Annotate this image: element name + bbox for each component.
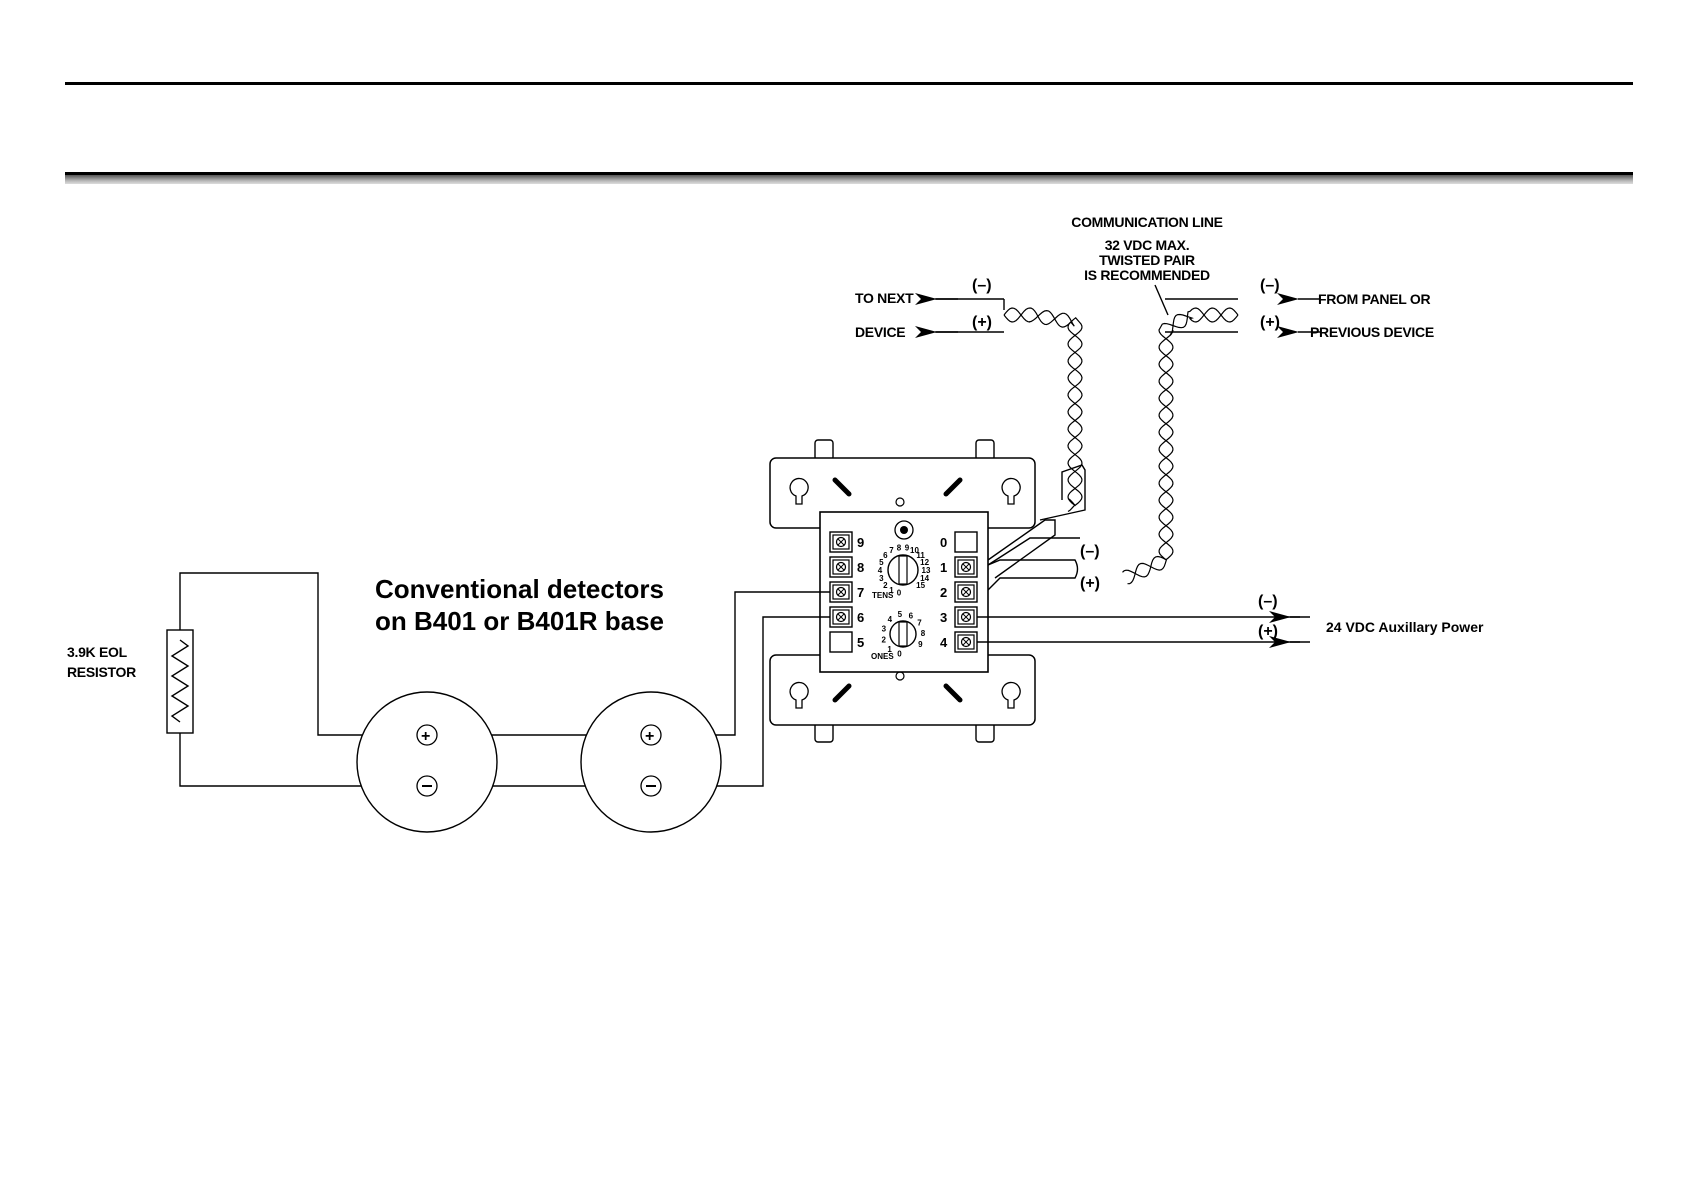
ones-digit-8: 8 (921, 629, 926, 638)
terminal-3: 3 (940, 610, 947, 625)
tens-digit-6: 6 (883, 551, 888, 560)
comm-line-recommended: IS RECOMMENDED (1084, 267, 1210, 283)
detectors-label-line1: Conventional detectors (375, 574, 664, 604)
detectors-label-line2: on B401 or B401R base (375, 606, 664, 636)
module-input-minus: (–) (1080, 543, 1100, 560)
terminal-4: 4 (940, 635, 948, 650)
terminal-block-right: 0 1 2 3 4 (940, 531, 978, 653)
ones-digit-0: 0 (897, 650, 902, 659)
to-next-line2: DEVICE (855, 324, 905, 340)
aux-power-minus: (–) (1258, 593, 1278, 610)
terminal-7: 7 (857, 585, 864, 600)
terminal-0: 0 (940, 535, 947, 550)
ones-digit-4: 4 (888, 615, 893, 624)
terminal-2: 2 (940, 585, 947, 600)
resistor-label-line1: 3.9K EOL (67, 644, 128, 660)
module-input-plus: (+) (1080, 575, 1100, 592)
comm-line-twisted: TWISTED PAIR (1099, 252, 1195, 268)
from-panel-plus: (+) (1260, 314, 1280, 331)
module-input-leads (987, 537, 1080, 591)
to-next-plus: (+) (972, 314, 992, 331)
ones-label: ONES (871, 652, 894, 661)
comm-line-title: COMMUNICATION LINE (1071, 214, 1222, 230)
arrows-to-next (915, 293, 958, 338)
detector-2: + (580, 691, 722, 833)
tens-digit-7: 7 (889, 546, 894, 555)
tens-digit-0: 0 (897, 589, 902, 598)
twisted-pair-in (1122, 298, 1239, 585)
resistor-label-line2: RESISTOR (67, 664, 136, 680)
ones-digit-5: 5 (898, 610, 903, 619)
ones-digit-3: 3 (882, 624, 887, 633)
tens-digit-2: 2 (883, 581, 888, 590)
eol-resistor (166, 629, 194, 734)
detector-1-plus: + (421, 728, 430, 745)
terminal-9: 9 (857, 535, 864, 550)
tens-digit-13: 13 (922, 566, 931, 575)
ones-digit-1: 1 (887, 645, 892, 654)
terminal-block-left: 9 8 7 6 5 (829, 531, 864, 653)
tens-digit-3: 3 (879, 574, 884, 583)
tens-digit-1: 1 (889, 586, 894, 595)
from-panel-line1: FROM PANEL OR (1318, 291, 1430, 307)
to-next-line1: TO NEXT (855, 290, 914, 306)
tens-digit-5: 5 (879, 558, 884, 567)
ones-digit-7: 7 (917, 619, 922, 628)
ones-digit-2: 2 (881, 635, 886, 644)
aux-power-wiring (977, 611, 1310, 648)
tens-digit-15: 15 (916, 581, 925, 590)
tens-label: TENS (872, 591, 894, 600)
aux-power-plus: (+) (1258, 623, 1278, 640)
detector-2-plus: + (645, 728, 654, 745)
module-plate (769, 439, 1086, 743)
terminal-1: 1 (940, 560, 947, 575)
ones-digit-6: 6 (909, 612, 914, 621)
comm-line-label: COMMUNICATION LINE 32 VDC MAX. TWISTED P… (1071, 214, 1223, 316)
from-panel-line2: PREVIOUS DEVICE (1310, 324, 1434, 340)
tens-digit-8: 8 (897, 543, 902, 552)
tens-digit-14: 14 (920, 574, 929, 583)
arrows-from-panel (1277, 293, 1320, 338)
terminal-8: 8 (857, 560, 864, 575)
comm-line-voltage: 32 VDC MAX. (1105, 237, 1190, 253)
to-next-minus: (–) (972, 277, 992, 294)
ones-digit-9: 9 (918, 640, 923, 649)
tens-digit-4: 4 (878, 566, 883, 575)
header-rule (65, 82, 1633, 85)
tens-digit-12: 12 (920, 558, 929, 567)
tens-digit-11: 11 (916, 551, 925, 560)
terminal-5: 5 (857, 635, 864, 650)
detector-1: + (356, 691, 498, 833)
aux-power-label: 24 VDC Auxillary Power (1326, 619, 1484, 635)
tens-digit-9: 9 (905, 543, 910, 552)
terminal-6: 6 (857, 610, 864, 625)
header-band (65, 172, 1633, 184)
detector-loop-wiring (179, 572, 830, 787)
tens-digit-10: 10 (910, 546, 919, 555)
from-panel-minus: (–) (1260, 277, 1280, 294)
